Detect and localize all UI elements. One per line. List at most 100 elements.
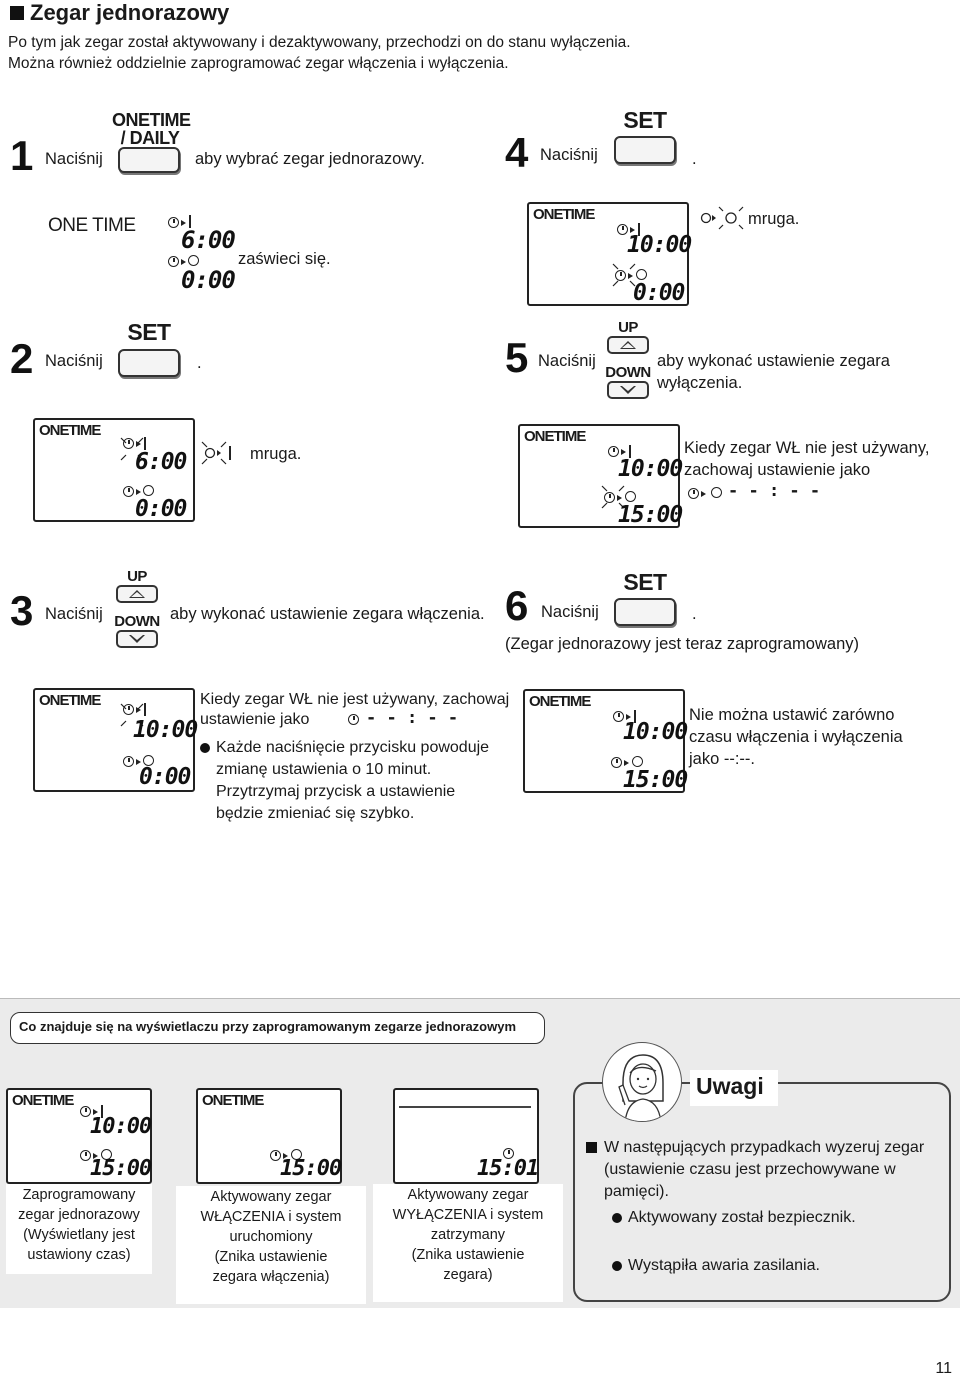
on-bar-icon xyxy=(101,1105,103,1118)
notes-line-1: W następujących przypadkach wyzeruj zega… xyxy=(604,1139,925,1156)
display-info-heading-text: Co znajduje się na wyświetlaczu przy zap… xyxy=(19,1019,517,1034)
clock-arrow-icon xyxy=(688,488,712,500)
bullet-icon xyxy=(612,1260,622,1271)
intro-line-2: Można również oddzielnie zaprogramować z… xyxy=(8,55,509,72)
step-3-bullet: Każde naciśnięcie przycisku powoduje xyxy=(200,737,489,759)
off-ring-icon xyxy=(711,487,722,498)
caption-line: Zaprogramowany xyxy=(22,1187,136,1203)
caption-line: (Wyświetlany jest xyxy=(23,1227,135,1243)
clock-icon xyxy=(503,1148,514,1159)
up-arrow-icon xyxy=(129,590,145,598)
lcd-head: ONETIME xyxy=(202,1092,264,1109)
lcd-head: ONETIME xyxy=(39,692,101,709)
lcd-head: ONETIME xyxy=(533,206,595,223)
clock-icon xyxy=(80,1106,91,1117)
title-square-icon xyxy=(10,6,24,20)
caption-programmed: Zaprogramowany zegar jednorazowy (Wyświe… xyxy=(6,1184,152,1274)
off-time-digits: 0:00 xyxy=(633,280,685,306)
off-time-digits: 15:00 xyxy=(623,767,688,793)
off-time-digits: 15:00 xyxy=(618,502,683,528)
lcd-on-activated: ONETIME 15:00 xyxy=(196,1088,342,1184)
notes-line-3: pamięci). xyxy=(604,1183,669,1200)
lcd-display-step6: ONETIME 10:00 15:00 xyxy=(523,689,688,793)
down-label: DOWN xyxy=(114,613,160,630)
caption-on-activated: Aktywowany zegar WŁĄCZENIA i system uruc… xyxy=(176,1186,366,1304)
set-button[interactable] xyxy=(118,349,180,377)
lcd-off-activated: 15:01 xyxy=(393,1088,539,1184)
off-ring-icon xyxy=(625,491,636,502)
step-1-note: zaświeci się. xyxy=(238,250,331,268)
on-time-digits: 10:00 xyxy=(623,719,688,745)
caption-line: zegara) xyxy=(443,1267,493,1283)
clock-icon xyxy=(123,438,134,449)
intro-line-1: Po tym jak zegar został aktywowany i dez… xyxy=(8,34,631,51)
clock-icon xyxy=(123,704,134,715)
section-divider xyxy=(0,998,960,999)
bullet-line-2: zmianę ustawienia o 10 minut. xyxy=(216,761,432,778)
arrow-icon xyxy=(136,441,141,447)
step-2-press: Naciśnij xyxy=(45,352,103,370)
caption-line: zatrzymany xyxy=(430,1227,506,1243)
step-3-press: Naciśnij xyxy=(45,605,103,623)
up-button[interactable] xyxy=(116,585,158,605)
arrow-icon xyxy=(628,273,633,279)
step-6-press: Naciśnij xyxy=(541,603,599,621)
lcd-head: ONETIME xyxy=(39,422,101,439)
onetime-display-label: ONE TIME xyxy=(48,215,136,236)
on-time-digits: 10:00 xyxy=(618,456,683,482)
step-6-note-3: jako --:--. xyxy=(689,750,755,768)
down-arrow-icon xyxy=(129,635,145,643)
up-button[interactable] xyxy=(607,336,649,356)
caption-line: zegara włączenia) xyxy=(212,1269,330,1285)
step-5-press: Naciśnij xyxy=(538,352,596,370)
off-time-digits: 15:00 xyxy=(90,1156,152,1181)
step-2-note: mruga. xyxy=(250,445,302,463)
set-button[interactable] xyxy=(614,136,676,164)
step-4-after: . xyxy=(692,150,697,168)
down-button[interactable] xyxy=(607,381,649,401)
notes-bullet-1-text: Aktywowany został bezpiecznik. xyxy=(628,1209,856,1226)
down-button[interactable] xyxy=(116,630,158,650)
clock-icon xyxy=(123,756,134,767)
clock-icon xyxy=(168,217,179,228)
step-5-note-1: Kiedy zegar WŁ nie jest używany, xyxy=(684,439,930,457)
bullet-line-4: będzie zmieniać się szybko. xyxy=(216,805,415,822)
blink-rays-icon xyxy=(601,485,625,509)
clock-icon xyxy=(168,256,179,267)
caption-line: WYŁĄCZENIA i system xyxy=(392,1207,544,1223)
off-time-digits: 15:01 xyxy=(477,1156,539,1181)
caption-line: ustawiony czas) xyxy=(27,1247,131,1263)
bullet-line-1: Każde naciśnięcie przycisku powoduje xyxy=(216,739,490,756)
notes-line-2: (ustawienie czasu jest przechowywane w xyxy=(604,1161,896,1178)
step-5-after-1: aby wykonać ustawienie zegara xyxy=(657,352,890,370)
set-label: SET xyxy=(623,569,667,595)
on-bar-icon xyxy=(634,710,636,723)
step-5-number: 5 xyxy=(505,334,529,381)
step-6-note-1: Nie można ustawić zarówno xyxy=(689,706,895,724)
on-time-digits: 6:00 xyxy=(181,226,236,254)
down-arrow-icon xyxy=(620,386,636,394)
caption-line: WŁĄCZENIA i system xyxy=(200,1209,342,1225)
dash-setting: - - : - - xyxy=(728,481,821,501)
on-bar-icon xyxy=(189,215,191,228)
up-label: UP xyxy=(618,319,638,336)
off-time-digits: 0:00 xyxy=(181,266,236,294)
clock-icon xyxy=(604,492,615,503)
step-3-note-1: Kiedy zegar WŁ nie jest używany, zachowa… xyxy=(200,691,510,708)
off-ring-icon xyxy=(632,756,643,767)
clock-icon xyxy=(270,1150,281,1161)
arrow-icon xyxy=(626,714,631,720)
up-arrow-icon xyxy=(620,341,636,349)
arrow-icon xyxy=(181,220,186,226)
notes-bullet-2: Wystąpiła awaria zasilania. xyxy=(612,1255,820,1277)
off-ring-icon xyxy=(143,485,154,496)
page-title: Zegar jednorazowy xyxy=(10,0,229,26)
onetime-daily-button[interactable] xyxy=(118,147,180,173)
set-button[interactable] xyxy=(614,598,676,626)
on-time-digits: 10:00 xyxy=(90,1114,152,1139)
off-ring-icon xyxy=(101,1149,112,1160)
caption-line: (Znika ustawienie xyxy=(214,1249,328,1265)
lcd-head: ONETIME xyxy=(12,1092,74,1109)
clock-icon xyxy=(611,757,622,768)
clock-icon xyxy=(348,714,360,726)
